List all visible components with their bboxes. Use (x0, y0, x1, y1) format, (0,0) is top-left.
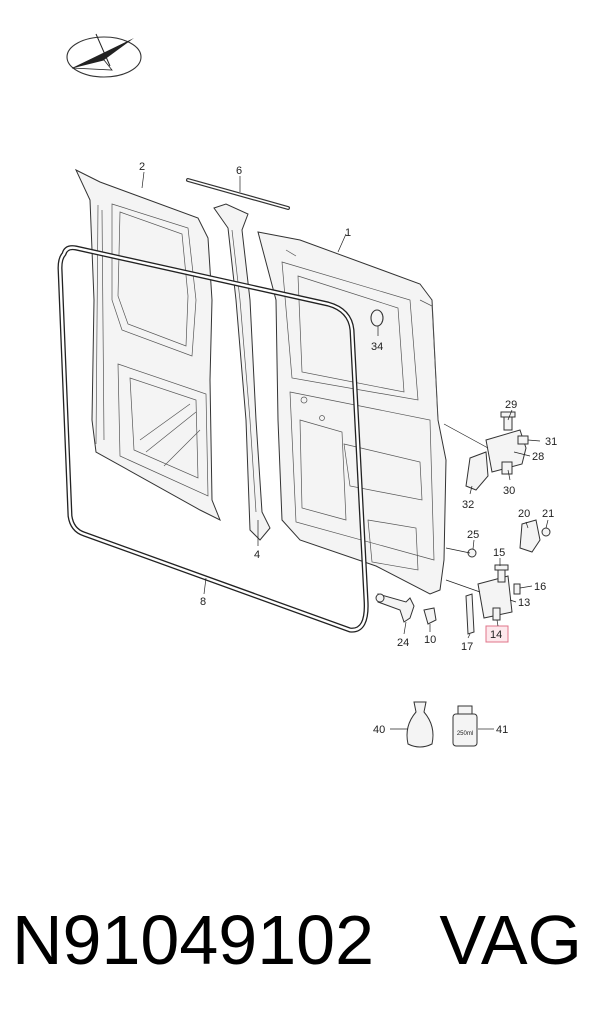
callout-34: 34 (371, 341, 383, 353)
callout-14: 14 (490, 629, 502, 641)
callout-16: 16 (534, 581, 546, 593)
callout-1: 1 (345, 227, 351, 239)
callout-15: 15 (493, 547, 505, 559)
brand-caption: VAG (439, 901, 582, 979)
part-10-bolt (423, 607, 437, 625)
latch-parts-20-21 (519, 519, 551, 553)
callout-30: 30 (503, 485, 515, 497)
part-1-right-door (257, 231, 447, 595)
callout-24: 24 (397, 637, 409, 649)
upper-hinge-assembly (465, 411, 529, 491)
callout-31: 31 (545, 436, 557, 448)
callout-28: 28 (532, 451, 544, 463)
callout-6: 6 (236, 165, 242, 177)
part-25-nut (467, 548, 477, 558)
part-8-door-seal (57, 245, 369, 633)
part-4-pillar-trim (213, 203, 271, 541)
bottle-label: 250ml (457, 731, 473, 737)
callout-13: 13 (518, 597, 530, 609)
part-6-strip (186, 178, 290, 210)
callout-32: 32 (462, 499, 474, 511)
callout-8: 8 (200, 596, 206, 608)
part-24-door-check (375, 593, 415, 623)
part-number-caption: N91049102 (12, 901, 374, 979)
part-2-left-door (74, 168, 221, 522)
callout-29: 29 (505, 399, 517, 411)
callout-10: 10 (424, 634, 436, 646)
callouts: 2 6 1 34 29 31 28 30 32 20 21 25 15 16 1… (139, 161, 557, 736)
lower-hinge-assembly (465, 564, 521, 635)
callout-40: 40 (373, 724, 385, 736)
callout-41: 41 (496, 724, 508, 736)
part-40-bag (406, 701, 434, 748)
callout-25: 25 (467, 529, 479, 541)
leader-lines (141, 171, 549, 730)
callout-4: 4 (254, 549, 260, 561)
part-34-grommet (370, 309, 384, 327)
highlight-box-14 (485, 625, 509, 643)
part-41-bottle: 250ml (452, 705, 478, 747)
orientation-logo (66, 33, 142, 78)
callout-21: 21 (542, 508, 554, 520)
callout-17: 17 (461, 641, 473, 653)
callout-2: 2 (139, 161, 145, 173)
callout-20: 20 (518, 508, 530, 520)
